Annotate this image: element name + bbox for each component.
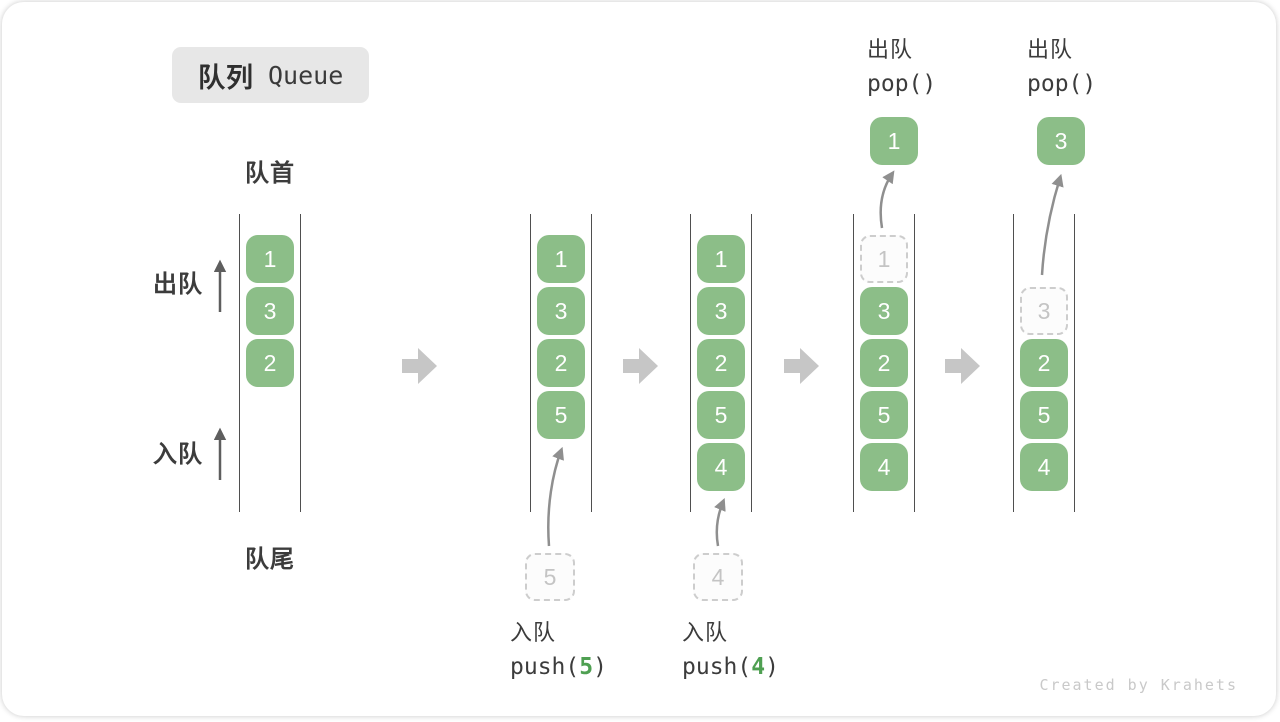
queue-rear-label: 队尾	[245, 546, 295, 573]
enqueue-op-code: push(5)	[510, 654, 607, 680]
queue-cell: 3	[697, 287, 745, 335]
queue-rails	[690, 214, 752, 512]
incoming-cell: 5	[525, 553, 575, 601]
queue-cell: 3	[246, 287, 294, 335]
next-step-arrow-icon	[784, 348, 819, 384]
queue-cell: 1	[697, 235, 745, 283]
dequeue-op-code: pop()	[867, 71, 937, 97]
code-fn: push(	[510, 654, 580, 680]
queue-cell-ghost: 1	[860, 235, 908, 283]
dequeue-op-label: 出队 pop()	[867, 32, 936, 97]
queue-cell: 4	[860, 443, 908, 491]
next-step-arrow-icon	[402, 348, 437, 384]
enqueue-side-label: 入队	[153, 441, 203, 468]
dequeue-side-label: 出队	[153, 271, 203, 298]
queue-rails	[530, 214, 592, 512]
title-zh: 队列	[198, 62, 254, 93]
enqueue-op-label: 入队 push(4)	[682, 615, 779, 680]
code-arg: 4	[751, 654, 766, 680]
code-close: )	[593, 654, 607, 680]
popped-cell: 3	[1037, 117, 1085, 165]
enqueue-op-code: push(4)	[682, 654, 779, 680]
queue-cell: 2	[860, 339, 908, 387]
queue-cell: 5	[1020, 391, 1068, 439]
popped-cell: 1	[870, 117, 918, 165]
queue-cell: 3	[537, 287, 585, 335]
title-en: Queue	[268, 60, 344, 90]
dequeue-op-label: 出队 pop()	[1027, 32, 1096, 97]
code-close: )	[765, 654, 779, 680]
queue-rails	[853, 214, 915, 512]
enqueue-op-action: 入队	[510, 620, 557, 645]
watermark: Created by Krahets	[1039, 676, 1238, 694]
dequeue-op-code: pop()	[1027, 71, 1097, 97]
queue-cell: 5	[697, 391, 745, 439]
queue-cell-ghost: 3	[1020, 287, 1068, 335]
enqueue-op-label: 入队 push(5)	[510, 615, 607, 680]
incoming-cell: 4	[693, 553, 743, 601]
queue-cell: 1	[537, 235, 585, 283]
queue-cell: 1	[246, 235, 294, 283]
next-step-arrow-icon	[623, 348, 658, 384]
queue-cell: 4	[697, 443, 745, 491]
code-arg: 5	[579, 654, 594, 680]
dequeue-op-action: 出队	[867, 37, 914, 62]
queue-rails	[239, 214, 301, 512]
queue-rails	[1013, 214, 1075, 512]
queue-cell: 2	[697, 339, 745, 387]
title-badge: 队列 Queue	[172, 47, 370, 103]
queue-cell: 5	[860, 391, 908, 439]
queue-front-label: 队首	[245, 160, 295, 187]
queue-cell: 2	[537, 339, 585, 387]
queue-cell: 2	[246, 339, 294, 387]
queue-cell: 3	[860, 287, 908, 335]
code-fn: push(	[682, 654, 752, 680]
next-step-arrow-icon	[945, 348, 980, 384]
enqueue-op-action: 入队	[682, 620, 729, 645]
queue-cell: 5	[537, 391, 585, 439]
dequeue-op-action: 出队	[1027, 37, 1074, 62]
queue-cell: 2	[1020, 339, 1068, 387]
queue-cell: 4	[1020, 443, 1068, 491]
